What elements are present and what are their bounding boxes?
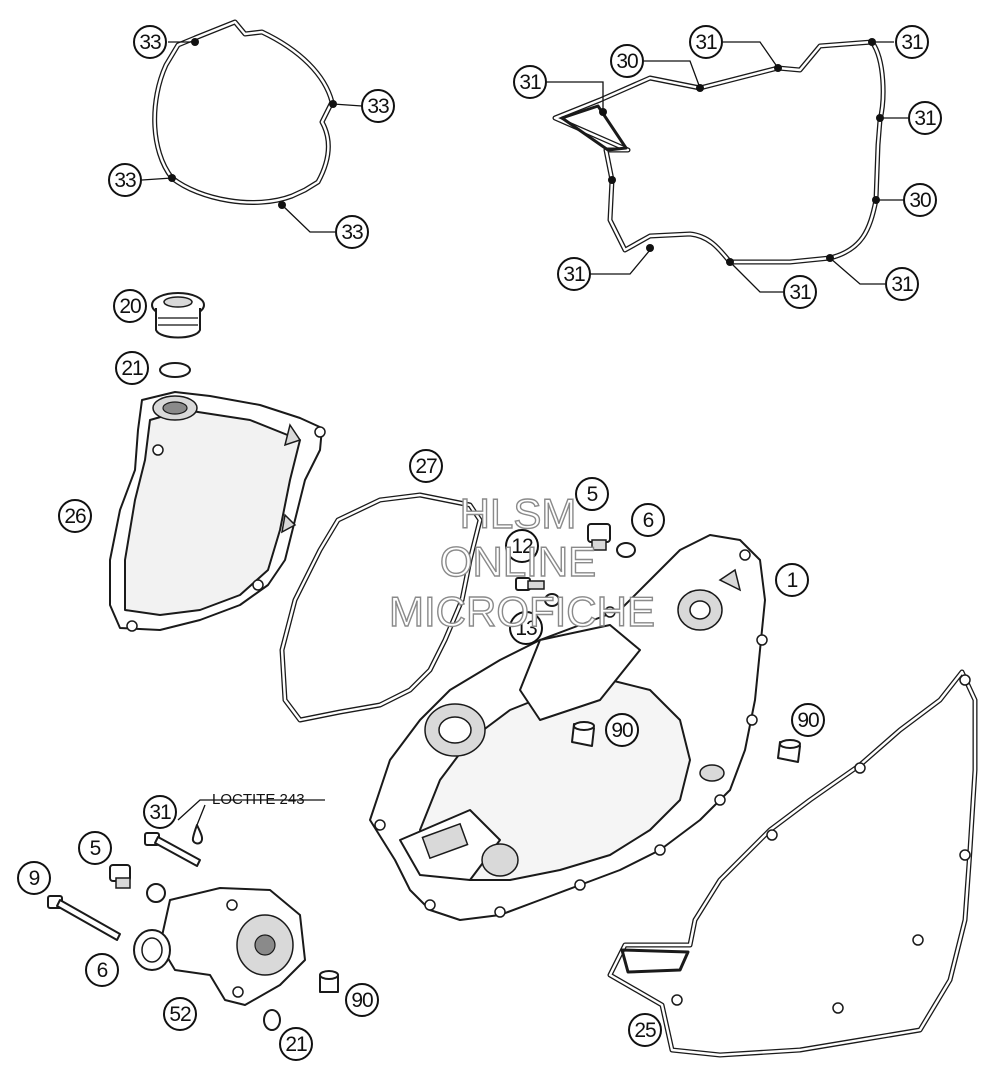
gasket-bolt-points xyxy=(168,38,884,266)
callout-13: 13 xyxy=(509,611,543,645)
callout-33: 33 xyxy=(335,215,369,249)
washer-upper xyxy=(616,542,636,558)
drain-plug-upper xyxy=(587,523,611,551)
svg-text:31: 31 xyxy=(149,801,171,824)
callout-31: 31 xyxy=(895,25,929,59)
inner-cover-gasket xyxy=(607,669,978,1058)
callout-25: 25 xyxy=(628,1013,662,1047)
callout-33: 33 xyxy=(361,89,395,123)
callout-5: 5 xyxy=(78,831,112,865)
callout-6: 6 xyxy=(631,503,665,537)
svg-text:33: 33 xyxy=(114,169,136,192)
svg-text:27: 27 xyxy=(415,455,437,478)
svg-text:33: 33 xyxy=(367,95,389,118)
callout-5: 5 xyxy=(575,477,609,511)
svg-text:6: 6 xyxy=(97,959,108,982)
svg-text:26: 26 xyxy=(64,505,86,528)
svg-text:20: 20 xyxy=(119,295,141,318)
clutch-cover-gasket xyxy=(279,492,483,723)
watermark: HLSM ONLINE MICROFICHE xyxy=(388,489,655,635)
svg-text:31: 31 xyxy=(563,263,585,286)
callout-31: 31 xyxy=(513,65,547,99)
callout-12: 12 xyxy=(505,529,539,563)
svg-text:33: 33 xyxy=(139,31,161,54)
svg-text:31: 31 xyxy=(891,273,913,296)
callout-21: 21 xyxy=(279,1027,313,1061)
callout-9: 9 xyxy=(17,861,51,895)
svg-text:HLSM: HLSM xyxy=(460,490,577,537)
svg-text:31: 31 xyxy=(519,71,541,94)
svg-text:13: 13 xyxy=(515,617,537,640)
o-ring-lower xyxy=(263,1009,281,1031)
callout-33: 33 xyxy=(133,25,167,59)
callout-21: 21 xyxy=(115,351,149,385)
callout-33: 33 xyxy=(108,163,142,197)
callout-90: 90 xyxy=(345,983,379,1017)
clutch-cover xyxy=(109,391,326,632)
svg-text:31: 31 xyxy=(914,107,936,130)
callout-30: 30 xyxy=(610,44,644,78)
svg-text:6: 6 xyxy=(643,509,654,532)
svg-text:30: 30 xyxy=(616,50,638,73)
screw-12 xyxy=(515,577,545,591)
dowel-sleeve-right xyxy=(777,739,801,763)
svg-text:90: 90 xyxy=(611,719,633,742)
bolt-9 xyxy=(47,895,121,941)
svg-text:5: 5 xyxy=(90,837,101,860)
bolt-31 xyxy=(144,832,201,867)
outer-cover-gasket xyxy=(552,39,886,265)
svg-text:12: 12 xyxy=(511,535,533,558)
callout-31: 31 xyxy=(557,257,591,291)
svg-text:90: 90 xyxy=(351,989,373,1012)
svg-text:1: 1 xyxy=(787,569,798,592)
water-pump-cover xyxy=(133,887,306,1006)
svg-text:21: 21 xyxy=(285,1033,307,1056)
callout-31: 31 xyxy=(908,101,942,135)
callout-30: 30 xyxy=(903,183,937,217)
loctite-note: LOCTITE 243 xyxy=(212,791,305,808)
ignition-cover-gasket xyxy=(152,19,335,205)
leader-lines xyxy=(141,41,908,826)
svg-text:5: 5 xyxy=(587,483,598,506)
callout-90: 90 xyxy=(791,703,825,737)
svg-text:90: 90 xyxy=(797,709,819,732)
svg-text:33: 33 xyxy=(341,221,363,244)
callout-31: 31 xyxy=(689,25,723,59)
svg-text:25: 25 xyxy=(634,1019,656,1042)
callout-31: 31 xyxy=(783,275,817,309)
o-ring-upper xyxy=(159,362,191,378)
svg-text:ONLINE: ONLINE xyxy=(440,538,596,585)
dowel-sleeve-left xyxy=(571,721,595,747)
washer-13 xyxy=(544,593,560,607)
loctite-drop xyxy=(191,824,204,845)
callout-1: 1 xyxy=(775,563,809,597)
svg-text:9: 9 xyxy=(29,867,40,890)
callout-31: 31 xyxy=(885,267,919,301)
svg-text:30: 30 xyxy=(909,189,931,212)
dowel-sleeve-lower xyxy=(319,970,339,993)
callout-27: 27 xyxy=(409,449,443,483)
oil-filler-plug xyxy=(151,292,205,339)
callout-52: 52 xyxy=(163,997,197,1031)
callout-20: 20 xyxy=(113,289,147,323)
svg-text:52: 52 xyxy=(169,1003,191,1026)
drain-plug-lower xyxy=(109,864,131,889)
svg-text:21: 21 xyxy=(121,357,143,380)
svg-text:31: 31 xyxy=(789,281,811,304)
svg-text:MICROFICHE: MICROFICHE xyxy=(389,588,655,635)
callout-6: 6 xyxy=(85,953,119,987)
callout-90: 90 xyxy=(605,713,639,747)
washer-lower xyxy=(146,883,166,903)
callout-26: 26 xyxy=(58,499,92,533)
svg-text:31: 31 xyxy=(901,31,923,54)
svg-text:31: 31 xyxy=(695,31,717,54)
callout-31: 31 xyxy=(143,795,177,829)
